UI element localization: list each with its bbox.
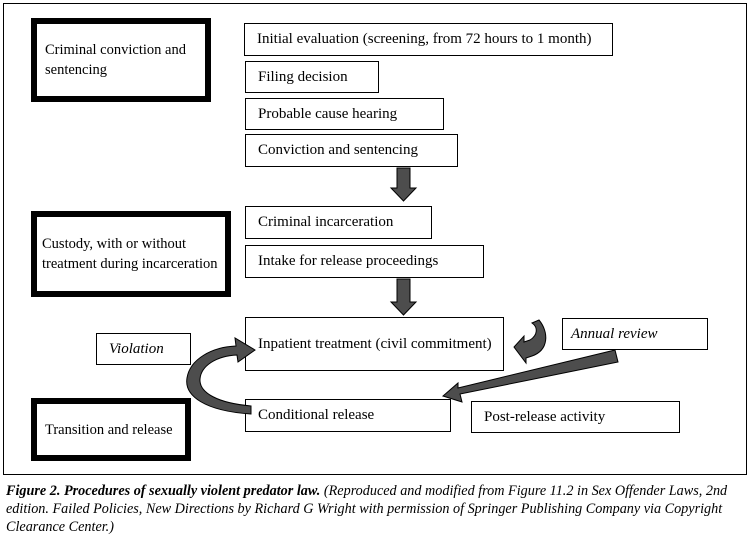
figure-caption-text: (Reproduced and modified from Figure 11.…	[6, 483, 728, 535]
annual-review-label-box: Annual review	[562, 318, 708, 350]
step-probable-cause-hearing: Probable cause hearing	[245, 98, 444, 130]
figure-frame	[3, 3, 747, 475]
step-filing-decision: Filing decision	[245, 61, 379, 93]
stage-conviction: Criminal conviction and sentencing	[31, 18, 211, 102]
step-intake-release-proceedings: Intake for release proceedings	[245, 245, 484, 278]
step-conditional-release: Conditional release	[245, 399, 451, 432]
step-conviction-and-sentencing: Conviction and sentencing	[245, 134, 458, 167]
figure-caption-label: Figure 2. Procedures of sexually violent…	[6, 483, 321, 499]
step-post-release-activity: Post-release activity	[471, 401, 680, 433]
step-intake-release-proceedings-label: Intake for release proceedings	[258, 253, 439, 269]
violation-label: Violation	[109, 340, 164, 357]
stage-transition-label: Transition and release	[45, 421, 173, 438]
step-filing-decision-label: Filing decision	[258, 68, 348, 85]
step-criminal-incarceration: Criminal incarceration	[245, 206, 432, 239]
stage-conviction-label: Criminal conviction and sentencing	[45, 42, 186, 78]
stage-custody: Custody, with or without treatment durin…	[31, 211, 231, 297]
step-initial-evaluation-label: Initial evaluation (screening, from 72 h…	[257, 31, 592, 47]
stage-custody-label: Custody, with or without treatment durin…	[42, 236, 218, 272]
stage-transition: Transition and release	[31, 398, 191, 461]
annual-review-loop-arrow-icon	[513, 319, 547, 365]
step-inpatient-treatment: Inpatient treatment (civil commitment)	[245, 317, 504, 371]
figure-caption: Figure 2. Procedures of sexually violent…	[6, 482, 750, 536]
step-conviction-and-sentencing-label: Conviction and sentencing	[258, 142, 418, 158]
step-post-release-activity-label: Post-release activity	[484, 408, 606, 425]
violation-label-box: Violation	[96, 333, 191, 365]
down-arrow-icon	[389, 278, 418, 316]
annual-review-label: Annual review	[571, 325, 658, 342]
down-arrow-icon	[389, 167, 418, 202]
step-initial-evaluation: Initial evaluation (screening, from 72 h…	[244, 23, 613, 56]
step-inpatient-treatment-label: Inpatient treatment (civil commitment)	[258, 335, 492, 352]
step-conditional-release-label: Conditional release	[258, 407, 375, 423]
violation-loop-arrow-icon	[186, 337, 256, 415]
step-probable-cause-hearing-label: Probable cause hearing	[258, 105, 398, 122]
diagonal-arrow-icon	[441, 349, 619, 403]
step-criminal-incarceration-label: Criminal incarceration	[258, 214, 394, 230]
